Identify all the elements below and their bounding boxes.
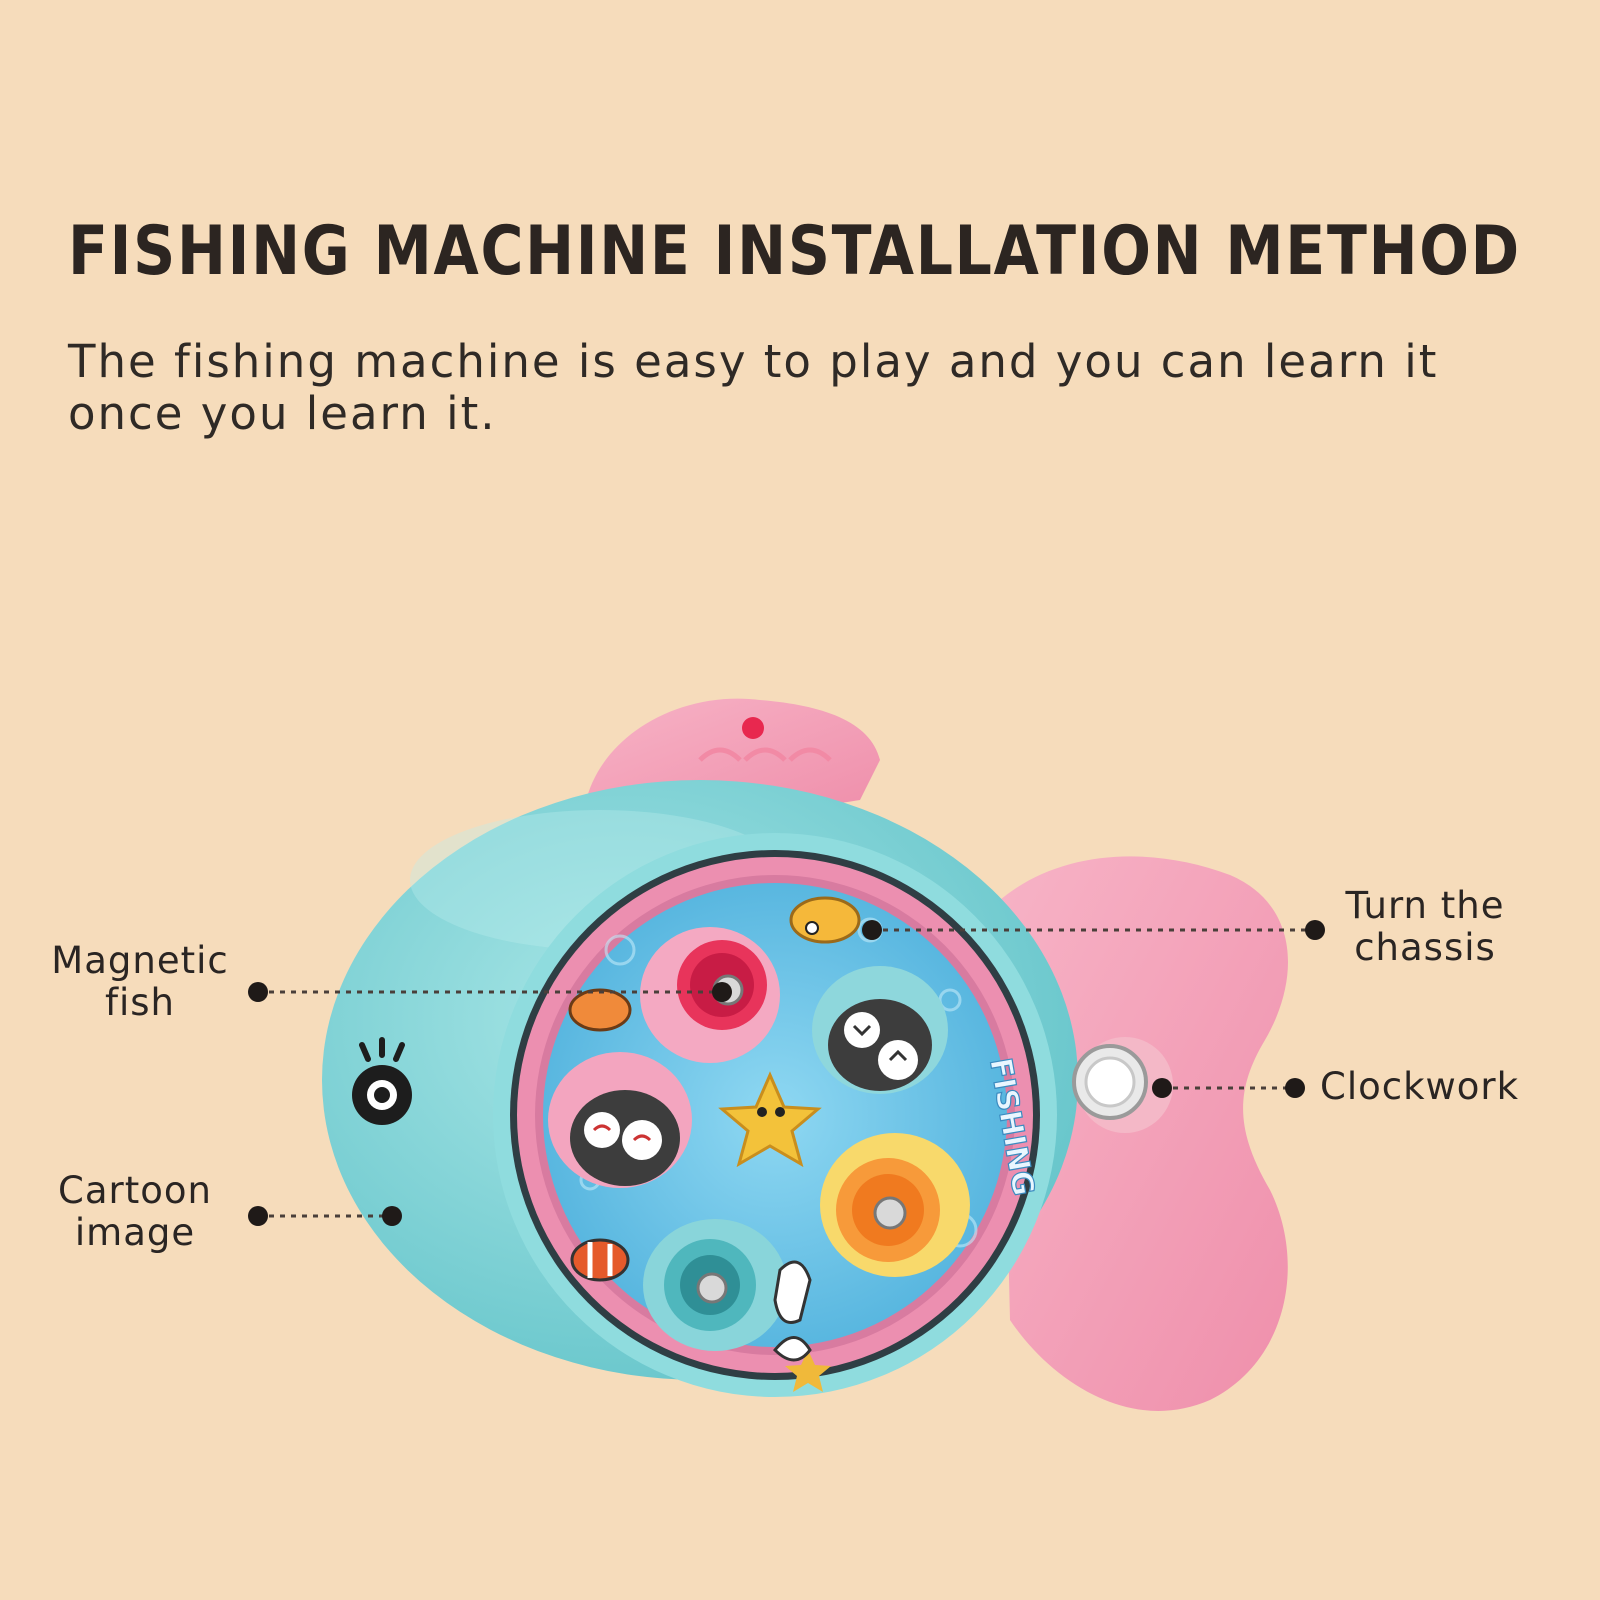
clockwork-knob [1072,1037,1173,1133]
callout-turn-chassis-line1: Turn the [1345,884,1505,927]
cartoon-eye [352,1037,412,1125]
page-title: FISHING MACHINE INSTALLATION METHOD [68,212,1521,291]
page-subtitle: The fishing machine is easy to play and … [68,335,1439,440]
magnetic-fish-teal [643,1219,787,1351]
callout-cartoon-image-line2: image [74,1211,196,1254]
small-starfish-icon [785,1350,831,1392]
teal-face-fish [812,966,948,1094]
starfish-icon [718,1071,822,1168]
callout-magnetic-fish-line1: Magnetic [51,939,229,982]
callout-cartoon-image-line1: Cartoon [58,1169,212,1212]
top-fin-dot [742,717,764,739]
callout-magnetic-fish: Magnetic fish [40,940,240,1024]
magnetic-fish-orange [820,1133,970,1277]
callout-cartoon-image: Cartoon image [40,1170,230,1254]
tail-fin [1000,856,1288,1411]
callout-turn-chassis: Turn the chassis [1330,885,1520,969]
callout-turn-chassis-line2: chassis [1354,926,1496,969]
orange-fish-icon [568,988,632,1032]
pink-face-fish [548,1052,692,1188]
callout-clockwork-line1: Clockwork [1320,1065,1520,1108]
bunny-fish [772,1260,812,1362]
clownfish-icon [570,1238,630,1282]
magnetic-fish-pink-top [640,927,780,1063]
callout-clockwork: Clockwork [1320,1066,1560,1108]
callout-magnetic-fish-line2: fish [104,981,176,1024]
yellow-fish-icon [789,896,861,944]
